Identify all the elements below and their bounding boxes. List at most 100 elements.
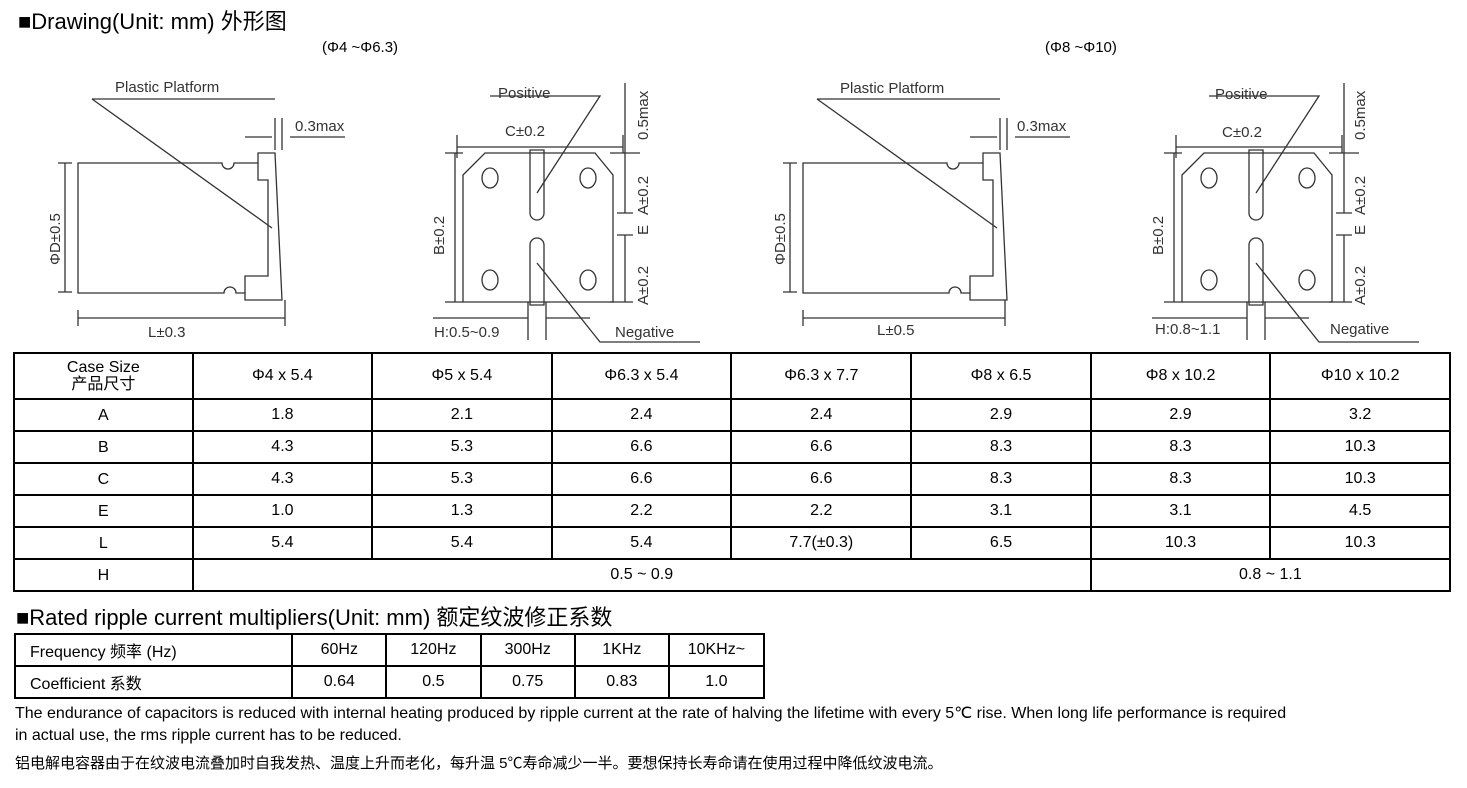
plastic-platform-label: Plastic Platform [115,79,219,96]
table-cell: 1.8 [191,398,374,432]
coefficient-cell: 1.0 [667,665,766,699]
table-cell: 8.3 [910,430,1092,464]
size-header: Φ6.3 x 5.4 [550,352,733,400]
table-cell: 1.3 [371,494,553,528]
note-english-2: in actual use, the rms ripple current ha… [15,727,402,744]
table-cell: 1.0 [191,494,374,528]
mounting-hole [1298,167,1316,189]
h-label: H:0.8~1.1 [1155,321,1220,338]
row-label: H [13,558,194,592]
table-cell: 10.3 [1269,462,1451,496]
table-cell: 8.3 [1089,462,1272,496]
drawing-title: ■Drawing(Unit: mm) 外形图 [18,9,287,34]
table-cell: 10.3 [1269,526,1451,560]
mounting-hole [1200,269,1218,291]
mounting-hole [481,167,499,189]
frequency-label: Frequency 频率 (Hz) [13,633,294,667]
positive-label: Positive [1215,86,1268,103]
note-chinese: 铝电解电容器由于在纹波电流叠加时自我发热、温度上升而老化，每升温 5℃寿命减少一… [15,755,943,772]
capacitor-body-side [77,152,283,301]
negative-terminal [529,237,545,306]
coefficient-label: Coefficient 系数 [13,665,294,699]
length-dimension [802,300,1006,326]
c-label: C±0.2 [505,123,545,140]
length-label: L±0.5 [877,322,914,339]
table-cell: 5.4 [550,526,733,560]
coefficient-cell: 0.5 [385,665,482,699]
a-bottom-label: A±0.2 [1352,266,1369,305]
max03-dimension [970,118,1070,150]
c-dimension [456,135,624,158]
diameter-label: ΦD±0.5 [47,213,64,265]
mounting-hole [481,269,499,291]
negative-label: Negative [615,324,674,341]
table-cell: 4.3 [191,462,374,496]
mounting-hole [579,167,597,189]
size-header: Φ4 x 5.4 [191,352,374,400]
negative-leader-line [536,262,700,343]
row-label: L [13,526,194,560]
mounting-hole [1200,167,1218,189]
diameter-label: ΦD±0.5 [772,213,789,265]
b-dimension [1164,152,1182,303]
ripple-table: Frequency 频率 (Hz) 60Hz 120Hz 300Hz 1KHz … [13,633,766,699]
b-label: B±0.2 [1150,216,1167,255]
frequency-cell: 60Hz [291,633,388,667]
negative-label: Negative [1330,321,1389,338]
max05-label: 0.5max [635,90,652,140]
row-label: B [13,430,194,464]
coefficient-cell: 0.64 [291,665,388,699]
table-cell: 10.3 [1089,526,1272,560]
table-cell: 4.5 [1269,494,1451,528]
h-label: H:0.5~0.9 [434,324,499,341]
frequency-cell: 1KHz [573,633,670,667]
h-dimension [433,302,590,340]
size-header: Φ5 x 5.4 [371,352,553,400]
h-value-small: 0.5 ~ 0.9 [191,558,1092,592]
table-cell: 3.1 [1089,494,1272,528]
plastic-platform [244,163,269,293]
max05-label: 0.5max [1352,90,1369,140]
case-size-label: Case Size [66,359,140,376]
diameter-dimension [783,162,797,293]
table-cell: 8.3 [910,462,1092,496]
mounting-hole [579,269,597,291]
table-cell: 6.6 [550,430,733,464]
coefficient-cell: 0.75 [479,665,576,699]
positive-terminal [1248,149,1264,221]
frequency-row: Frequency 频率 (Hz) 60Hz 120Hz 300Hz 1KHz … [13,633,766,667]
case-size-label-cn: 产品尺寸 [71,376,136,393]
c-dimension [1175,135,1343,158]
drawing-small: Plastic Platform 0.3max ΦD±0.5 L±0.3 Pos… [47,79,700,343]
table-cell: 8.3 [1089,430,1272,464]
mounting-hole [1298,269,1316,291]
coefficient-cell: 0.83 [573,665,670,699]
a-top-label: A±0.2 [635,176,652,215]
drawings: Plastic Platform 0.3max ΦD±0.5 L±0.3 Pos… [47,79,1419,343]
negative-terminal [1248,237,1264,306]
size-header: Φ8 x 10.2 [1089,352,1272,400]
table-cell: 6.6 [730,430,913,464]
table-row-h: H 0.5 ~ 0.9 0.8 ~ 1.1 [13,558,1452,592]
a-bottom-label: A±0.2 [635,266,652,305]
capacitor-body-side [802,152,1008,301]
table-cell: 5.4 [371,526,553,560]
a-e-dimensions [1329,83,1359,303]
table-cell: 7.7(±0.3) [730,526,913,560]
ripple-title: ■Rated ripple current multipliers(Unit: … [16,605,613,630]
table-cell: 2.2 [550,494,733,528]
c-label: C±0.2 [1222,124,1262,141]
max03-label: 0.3max [1017,118,1067,135]
b-label: B±0.2 [431,216,448,255]
row-label: C [13,462,194,496]
positive-leader-line [490,95,602,194]
table-cell: 3.1 [910,494,1092,528]
table-cell: 2.9 [910,398,1092,432]
table-cell: 6.6 [730,462,913,496]
length-dimension [77,300,286,326]
table-cell: 2.4 [550,398,733,432]
a-top-label: A±0.2 [1352,176,1369,215]
